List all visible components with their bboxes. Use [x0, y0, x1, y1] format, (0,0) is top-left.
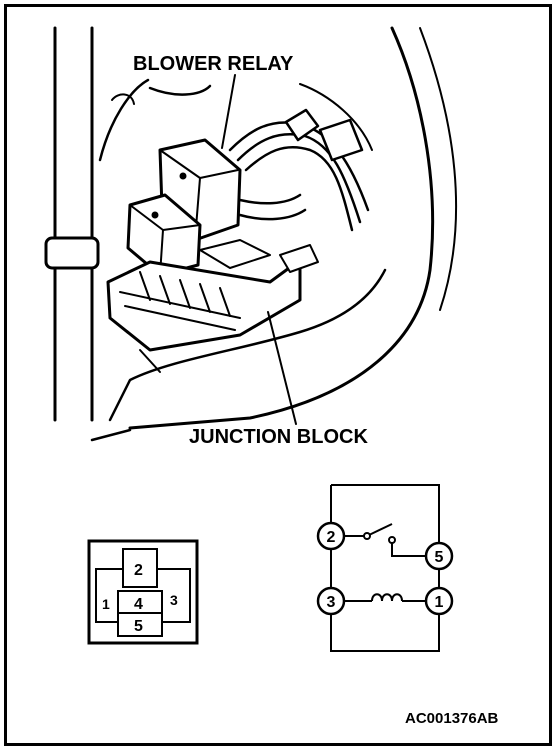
relay-terminal-5: 5: [435, 549, 444, 566]
connector-pin-1: 1: [102, 596, 110, 612]
junction-block-shape: [106, 239, 319, 373]
connector-face-view: [87, 539, 199, 645]
connector-pin-3: 3: [170, 592, 178, 608]
wire-harness: [228, 108, 370, 232]
blower-relay-leader: [221, 74, 236, 149]
relay-terminal-3: 3: [327, 594, 336, 611]
relay-terminal-circles: [316, 521, 454, 616]
figure-frame: [4, 4, 552, 746]
connector-pin-5: 5: [134, 618, 143, 635]
relay-terminal-2: 2: [327, 529, 336, 546]
relay-schematic: [330, 484, 440, 652]
connector-pin-4: 4: [134, 596, 143, 613]
blower-relay-shape: [126, 138, 242, 277]
connector-pin-2: 2: [134, 562, 143, 579]
figure-code: AC001376AB: [405, 710, 499, 727]
relay-terminal-1: 1: [435, 594, 444, 611]
vehicle-illustration: [44, 26, 458, 442]
blower-relay-label: BLOWER RELAY: [133, 53, 294, 75]
junction-block-leader: [267, 311, 297, 425]
junction-block-label: JUNCTION BLOCK: [189, 426, 368, 448]
